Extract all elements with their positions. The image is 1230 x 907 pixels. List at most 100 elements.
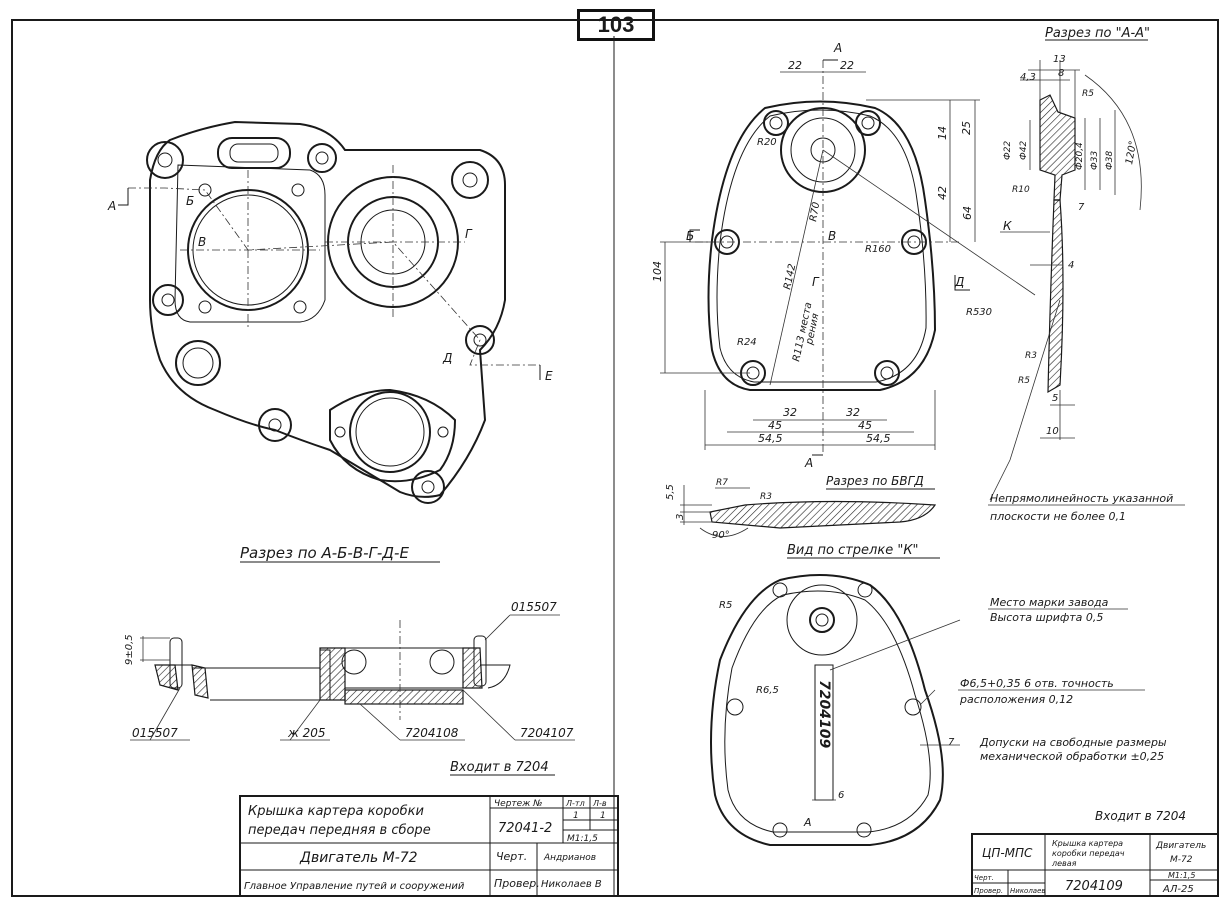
letter-v: В [198, 235, 206, 249]
dim-64: 64 [961, 206, 974, 220]
aa-dim-r5: R5 [1082, 89, 1094, 99]
dim-r142: R142 [782, 263, 798, 291]
aa-angle: 120° [1124, 140, 1139, 166]
tol-note-1: Допуски на свободные размеры [979, 736, 1167, 749]
aa-dim-4: 4 [1068, 260, 1074, 271]
section-bvgd-title: Разрез по БВГД [826, 474, 924, 488]
bvgd-r7: R7 [716, 478, 728, 488]
bvgd-angle: 90° [712, 530, 730, 541]
left-tb-product: Двигатель М-72 [299, 850, 418, 866]
callout-seal: ж 205 [287, 726, 326, 740]
bvgd-dim-3: 3 [675, 514, 686, 520]
section-bvgd-view [680, 485, 937, 537]
letter-d-right: Д [954, 275, 964, 289]
flatness-note-2: плоскости не более 0,1 [990, 510, 1126, 523]
left-tb-drawn-label: Черт. [496, 850, 527, 863]
dim-45-right: 45 [858, 419, 872, 432]
aa-dim-13: 13 [1053, 54, 1066, 65]
right-tb-scale: М1:1,5 [1168, 871, 1195, 880]
sheet-frame [11, 19, 1219, 897]
left-tb-drawing-label: Чертеж № [494, 799, 543, 809]
dim-32-left: 32 [783, 406, 797, 419]
right-tb-sheet: АЛ-25 [1162, 884, 1194, 895]
dim-r70: R70 [808, 201, 822, 222]
right-tb-name3: левая [1051, 859, 1077, 868]
letter-a-bottom: А [804, 456, 813, 470]
dim-104: 104 [651, 261, 664, 282]
page-number: 103 [577, 9, 655, 41]
aa-dim-r5b: R5 [1018, 376, 1030, 386]
dim-r530: R530 [966, 307, 992, 318]
right-tb-checked-name: Николаев [1010, 887, 1046, 895]
left-tb-org: Главное Управление путей и сооружений [244, 881, 465, 892]
letter-d: Д [442, 351, 452, 365]
aa-dim-r10: R10 [1012, 185, 1030, 195]
aa-phi33: Ф33 [1090, 151, 1100, 170]
letter-b: Б [186, 194, 194, 208]
viewk-r5: R5 [719, 600, 732, 611]
callout-part: 7204107 [520, 726, 574, 740]
left-tb-name1: Крышка картера коробки [248, 804, 424, 819]
viewk-letter-a: А [803, 816, 812, 829]
bvgd-r3: R3 [760, 492, 772, 502]
holes-note-2: расположения 0,12 [959, 693, 1073, 706]
dim-14: 14 [936, 126, 949, 140]
view-k-drawing [710, 574, 961, 846]
right-tb-name1: Крышка картера [1052, 839, 1123, 848]
aa-dim-r3: R3 [1025, 351, 1037, 361]
left-enters-note: Входит в 7204 [450, 760, 549, 775]
left-tb-sheets: 1 [600, 811, 606, 821]
letter-k: К [1003, 219, 1012, 233]
bvgd-dim-55: 5,5 [665, 484, 676, 500]
right-tb-drawn-label: Черт. [974, 874, 994, 882]
left-tb-checked-label: Провер. [494, 877, 540, 890]
dim-r160: R160 [865, 244, 891, 255]
dim-45-left: 45 [768, 419, 782, 432]
aa-phi204: Ф20,4 [1075, 142, 1085, 170]
dim-r24: R24 [737, 337, 757, 348]
section-aa-title: Разрез по "А-А" [1045, 26, 1150, 41]
section-title-abvgde: Разрез по А-Б-В-Г-Д-Е [240, 544, 409, 562]
aa-dim-43: 4,3 [1020, 72, 1036, 83]
cover-main-view [660, 59, 1036, 456]
letter-a-top: А [833, 41, 842, 55]
cover-plan-view [118, 120, 541, 504]
view-k-title: Вид по стрелке "К" [787, 543, 919, 558]
aa-dim-8: 8 [1058, 68, 1064, 79]
viewk-dim-7: 7 [948, 737, 955, 748]
tol-note-2: механической обработки ±0,25 [980, 750, 1164, 763]
section-aa-view [989, 60, 1142, 501]
flatness-note-1: Непрямолинейность указанной [990, 492, 1173, 505]
callout-015507-top: 015507 [511, 600, 557, 614]
right-enters-note: Входит в 7204 [1095, 809, 1186, 823]
left-tb-checked-name: Николаев В [541, 879, 602, 890]
letter-e: Е [545, 369, 553, 383]
holes-note-1: Ф6,5+0,35 6 отв. точность [960, 677, 1114, 690]
letter-g: Г [465, 227, 473, 241]
right-tb-org: ЦП-МПС [982, 846, 1033, 860]
mark-note-1: Место марки завода [990, 596, 1109, 609]
right-tb-product1: Двигатель [1155, 841, 1206, 851]
dim-32-right: 32 [846, 406, 860, 419]
stamped-part-number: 7204109 [816, 680, 832, 748]
letter-a: А [107, 199, 116, 213]
aa-phi22: Ф22 [1003, 141, 1013, 160]
dim-545-right: 54,5 [866, 432, 891, 445]
dim-height: 9±0,5 [124, 634, 135, 665]
left-tb-drawn-name: Андрианов [543, 853, 596, 863]
aa-phi38: Ф38 [1105, 151, 1115, 170]
viewk-r65: R6,5 [756, 685, 779, 696]
letter-v-right: В [828, 229, 836, 243]
viewk-dim-6: 6 [838, 790, 844, 801]
left-tb-drawing-number: 72041-2 [498, 821, 552, 836]
right-tb-number: 7204109 [1065, 879, 1123, 894]
letter-g-right: Г [812, 275, 820, 289]
mark-note-2: Высота шрифта 0,5 [990, 611, 1103, 624]
left-tb-scale: М1:1,5 [567, 834, 598, 844]
right-tb-name2: коробки передач [1052, 849, 1125, 858]
dim-42: 42 [936, 186, 949, 200]
dim-r20: R20 [757, 137, 777, 148]
dim-22-left: 22 [788, 59, 802, 72]
left-tb-sheet-label: Л-тл [565, 799, 585, 808]
